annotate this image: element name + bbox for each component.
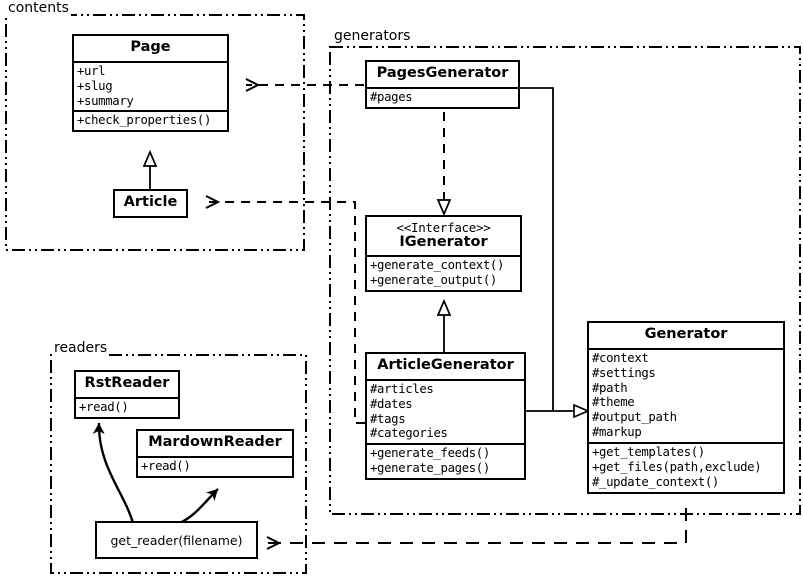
- class-box-rst-reader[interactable]: RstReader +read(): [74, 370, 180, 419]
- class-operations-igenerator: +generate_context() +generate_output(): [367, 255, 520, 290]
- class-title-article-generator: ArticleGenerator: [377, 357, 514, 373]
- class-box-page[interactable]: Page +url +slug +summary +check_properti…: [72, 34, 229, 133]
- class-operations-article-generator: +generate_feeds() +generate_pages(): [367, 443, 524, 478]
- class-member: #dates: [370, 396, 413, 411]
- class-box-mardown-reader[interactable]: MardownReader +read(): [136, 429, 294, 478]
- class-member: #path: [592, 380, 628, 395]
- class-stereotype-igenerator: <<Interface>>: [396, 220, 491, 235]
- class-title-pages-generator: PagesGenerator: [376, 65, 509, 81]
- class-box-article[interactable]: Article: [113, 189, 188, 218]
- relation-getreader-to-rstreader: [92, 422, 135, 524]
- class-title-generator: Generator: [644, 326, 728, 342]
- class-member: #markup: [592, 425, 642, 440]
- class-operations-page: +check_properties(): [74, 110, 227, 130]
- relation-getreader-to-mardownreader: [179, 488, 219, 525]
- class-member: #settings: [592, 365, 656, 380]
- class-attributes-page: +url +slug +summary: [74, 60, 227, 111]
- class-member: +generate_feeds(): [370, 446, 490, 461]
- class-member: #output_path: [592, 410, 677, 425]
- class-attributes-generator: #context #settings #path #theme #output_…: [589, 347, 783, 443]
- class-member: +check_properties(): [77, 113, 212, 128]
- function-label-get-reader: get_reader(filename): [110, 532, 243, 548]
- class-box-igenerator[interactable]: <<Interface>> IGenerator +generate_conte…: [365, 215, 522, 293]
- class-title-igenerator: <<Interface>> IGenerator: [367, 217, 520, 255]
- function-box-get-reader[interactable]: get_reader(filename): [95, 521, 258, 559]
- class-title-page: Page: [130, 39, 171, 55]
- relation-articlegenerator-depends-article: [206, 202, 365, 424]
- class-member: +get_files(path,exclude): [592, 460, 762, 475]
- class-member: +generate_context(): [370, 258, 505, 273]
- class-member: +read(): [141, 458, 191, 473]
- class-member: +get_templates(): [592, 445, 705, 460]
- class-box-article-generator[interactable]: ArticleGenerator #articles #dates #tags …: [365, 352, 526, 481]
- class-member: #pages: [370, 89, 413, 104]
- class-member: +url: [77, 63, 106, 78]
- class-operations-mardown-reader: +read(): [138, 455, 292, 476]
- class-title-rst-reader: RstReader: [84, 375, 170, 391]
- class-title-article: Article: [123, 194, 178, 210]
- class-member: +slug: [77, 78, 113, 93]
- class-box-pages-generator[interactable]: PagesGenerator #pages: [365, 60, 520, 109]
- class-member: #articles: [370, 381, 434, 396]
- package-label-generators: generators: [332, 28, 413, 44]
- relation-generator-depends-getreader: [267, 508, 687, 543]
- class-attributes-article-generator: #articles #dates #tags #categories: [367, 378, 524, 444]
- class-title-mardown-reader: MardownReader: [148, 434, 282, 450]
- class-member: #theme: [592, 395, 635, 410]
- class-member: #categories: [370, 426, 448, 441]
- package-label-readers: readers: [52, 340, 110, 356]
- class-member: +read(): [79, 399, 129, 414]
- class-operations-generator: +get_templates() +get_files(path,exclude…: [589, 442, 783, 492]
- class-box-generator[interactable]: Generator #context #settings #path #them…: [587, 321, 785, 495]
- class-member: +summary: [77, 93, 134, 108]
- package-label-contents: contents: [6, 0, 71, 16]
- relation-generators-generalize-generator: [519, 87, 588, 411]
- class-member: #tags: [370, 411, 406, 426]
- class-attributes-pages-generator: #pages: [367, 86, 518, 107]
- class-member: #_update_context(): [592, 475, 719, 490]
- class-member: +generate_output(): [370, 273, 497, 288]
- class-member: +generate_pages(): [370, 461, 490, 476]
- class-name-igenerator: IGenerator: [399, 233, 488, 250]
- class-member: #context: [592, 350, 649, 365]
- class-operations-rst-reader: +read(): [76, 396, 178, 417]
